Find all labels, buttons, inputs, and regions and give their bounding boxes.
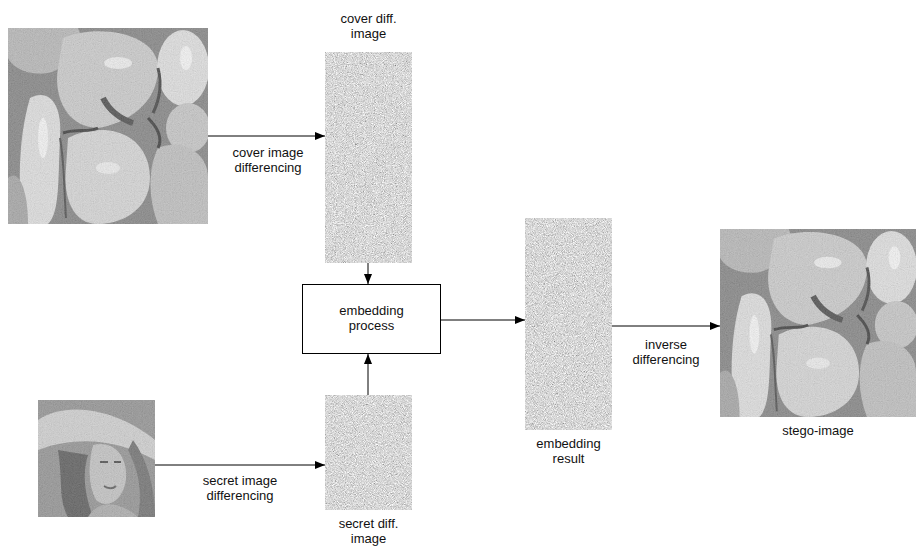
diff-image: cover diff. image xyxy=(325,52,412,263)
noise-texture xyxy=(325,395,412,510)
process-box: embedding process xyxy=(302,284,441,354)
diff-image: secret diff. image xyxy=(325,395,412,510)
box-label: embedding process xyxy=(332,304,412,334)
arrow-connector xyxy=(612,326,720,327)
stego-photo xyxy=(720,229,918,417)
edge-label: inverse differencing xyxy=(619,338,714,368)
cover-image xyxy=(8,28,208,224)
image-caption: embedding result xyxy=(524,437,614,467)
image-caption: secret diff. image xyxy=(329,517,409,547)
cover-photo xyxy=(8,28,210,224)
stego-image: stego-image xyxy=(720,229,916,417)
image-caption: cover diff. image xyxy=(329,12,409,42)
edge-label: secret image differencing xyxy=(190,474,290,504)
edge-label: cover image differencing xyxy=(218,146,318,176)
arrow-connector xyxy=(441,320,525,321)
noise-texture xyxy=(325,52,412,263)
image-caption: stego-image xyxy=(758,424,878,439)
secret-photo xyxy=(38,400,155,517)
arrow-connector xyxy=(368,354,369,395)
noise-texture xyxy=(525,218,612,430)
arrow-connector xyxy=(368,263,369,284)
arrow-connector xyxy=(208,136,325,137)
arrow-connector xyxy=(155,465,325,466)
diff-image: embedding result xyxy=(525,218,612,430)
secret-image xyxy=(38,400,155,517)
